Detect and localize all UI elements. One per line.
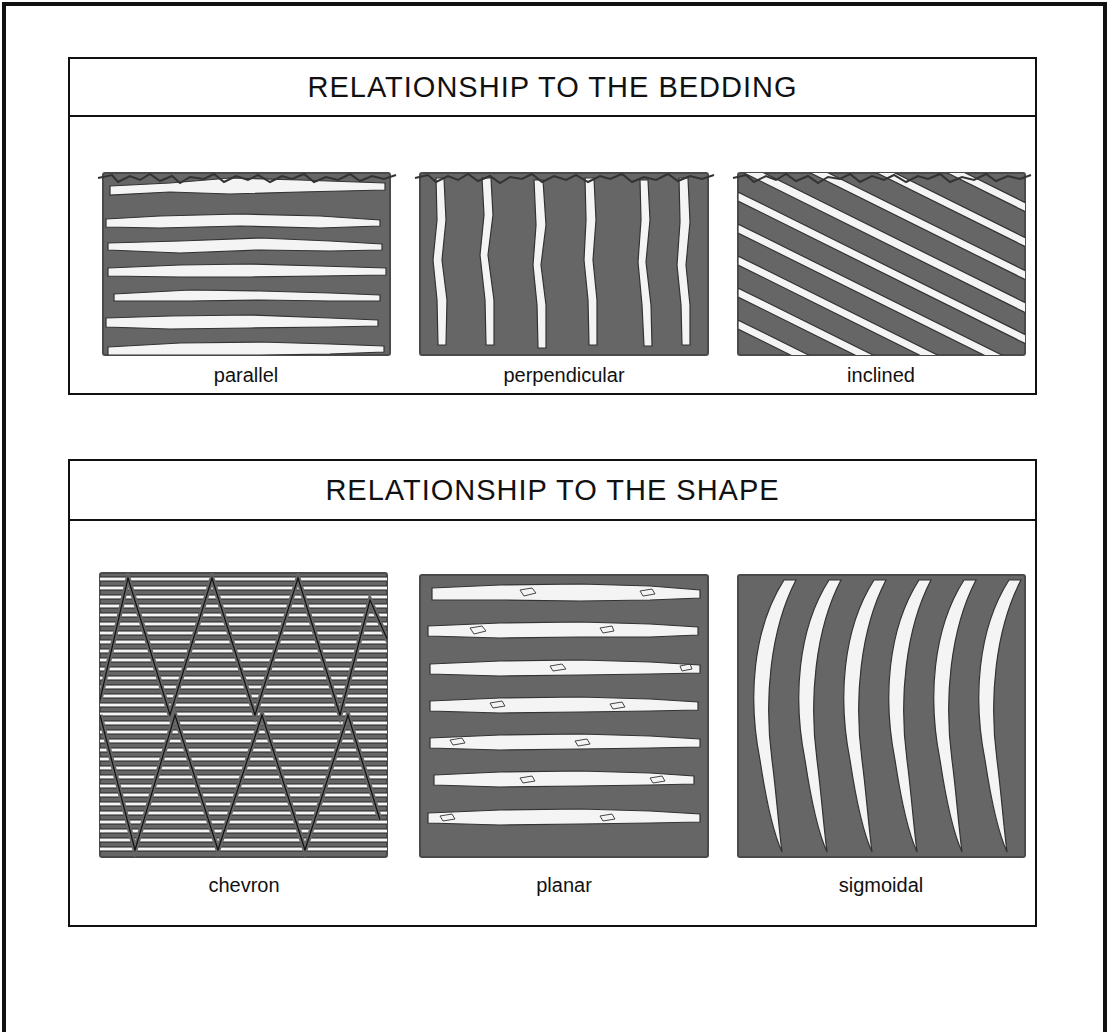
panel-header: RELATIONSHIP TO THE SHAPE — [70, 461, 1035, 521]
image-caption: sigmoidal — [839, 874, 923, 897]
panel-title: RELATIONSHIP TO THE BEDDING — [307, 71, 797, 104]
image-caption: parallel — [214, 364, 278, 387]
image-caption: planar — [536, 874, 592, 897]
image-caption: perpendicular — [503, 364, 624, 387]
category-panel: RELATIONSHIP TO THE SHAPE — [68, 459, 1037, 927]
category-panel: RELATIONSHIP TO THE BEDDING — [68, 57, 1037, 395]
panel-title: RELATIONSHIP TO THE SHAPE — [325, 474, 779, 507]
image-caption: inclined — [847, 364, 915, 387]
image-caption: chevron — [208, 874, 279, 897]
panel-header: RELATIONSHIP TO THE BEDDING — [70, 59, 1035, 117]
